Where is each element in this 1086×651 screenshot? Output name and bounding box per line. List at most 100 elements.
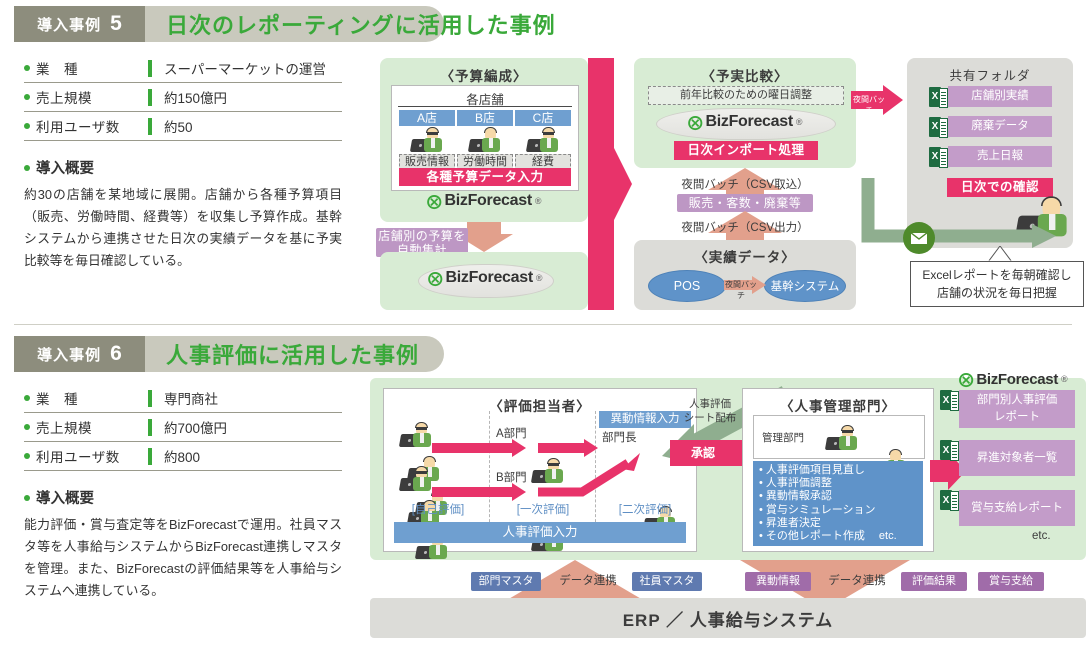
overview-title: 導入概要 <box>36 491 94 507</box>
case-tag-number: 5 <box>110 12 122 35</box>
mail-icon <box>903 222 935 254</box>
case-5-header: 導入事例 5 日次のレポーティングに活用した事例 <box>14 6 1072 42</box>
task-item: • 賞与シミュレーション <box>759 503 876 516</box>
case-5-info-table: 業 種 スーパーマーケットの運営 売上規模 約150億円 利用ユーザ数 約50 … <box>24 54 342 272</box>
bizforecast-cylinder <box>656 108 836 140</box>
bullet-icon <box>24 494 30 501</box>
store-name: B店 <box>457 110 513 126</box>
bizforecast-logo: ⨂ BizForecast ® <box>940 370 1086 389</box>
transfer-input-chip: 異動情報入力 <box>599 411 691 428</box>
bullet-icon <box>24 424 30 430</box>
overview-title: 導入概要 <box>36 161 94 177</box>
bizforecast-mark-icon: ⨂ <box>427 270 443 287</box>
info-row: 業 種 専門商社 <box>24 384 342 413</box>
bottom-chip: 異動情報 <box>745 572 811 591</box>
reports-etc: etc. <box>1032 530 1051 542</box>
divider <box>148 59 152 77</box>
admin-dept-label: 管理部門 <box>762 432 804 444</box>
bizforecast-name: BizForecast <box>705 113 793 130</box>
bullet-icon <box>24 453 30 459</box>
case-tag-label: 導入事例 <box>37 346 102 364</box>
registered-mark-icon: ® <box>535 273 543 283</box>
person-icon <box>409 127 443 152</box>
overview-body: 約30の店舗を某地域に展開。店舗から各種予算項目（販売、労働時間、経費等）を収集… <box>24 187 342 268</box>
case-tag: 導入事例 5 <box>14 6 145 42</box>
case-tag-number: 6 <box>110 342 122 365</box>
info-label: 売上規模 <box>36 91 92 106</box>
person-icon <box>530 458 564 483</box>
stores-divider <box>398 106 572 107</box>
info-label: 業 種 <box>36 392 78 407</box>
info-value: スーパーマーケットの運営 <box>164 62 326 77</box>
bottom-chip: 部門マスタ <box>471 572 541 591</box>
budget-panel: 〈予算編成〉 各店舗 A店 販売情報 B店 <box>380 58 588 222</box>
case-title: 人事評価に活用した事例 <box>166 343 420 368</box>
excel-icon: X <box>929 146 948 168</box>
case-title: 日次のレポーティングに活用した事例 <box>166 13 556 38</box>
bizforecast-logo: ⨂ BizForecast ® <box>380 192 588 210</box>
task-item: • 異動情報承認 <box>759 490 832 503</box>
hr-panel-title: 〈人事管理部門〉 <box>780 399 896 414</box>
case-5-section: 導入事例 5 日次のレポーティングに活用した事例 業 種 スーパーマーケットの運… <box>0 0 1086 322</box>
dept-head-label: 部門長 <box>602 432 637 444</box>
approve-label: 承認 <box>690 446 715 460</box>
report-row: X 昇進対象者一覧 <box>940 440 1075 476</box>
shared-file-row: X 売上日報 <box>929 146 1052 168</box>
registered-mark-icon: ® <box>795 117 803 127</box>
divider <box>148 447 152 465</box>
store-name: C店 <box>515 110 571 126</box>
data-link-arrow-left <box>490 560 660 610</box>
shared-file-label: 店舗別実績 <box>948 86 1052 107</box>
budget-panel-title: 〈予算編成〉 <box>440 69 528 84</box>
bullet-icon <box>24 123 30 129</box>
budget-aggregate-panel: ⨂ BizForecast ® <box>380 252 588 310</box>
data-link-label-left: データ連携 <box>559 575 617 587</box>
task-item: • 人事評価項目見直し <box>759 464 865 476</box>
bullet-icon <box>24 65 30 71</box>
bottom-chip: 評価結果 <box>901 572 967 591</box>
night-batch-label: 夜間バッチ <box>853 95 885 115</box>
bottom-chip: 社員マスタ <box>632 572 702 591</box>
actual-data-panel: 〈実績データ〉 POS 基幹システム 夜間バッチ <box>634 240 856 310</box>
report-label: 部門別人事評価 レポート <box>959 390 1075 428</box>
dept-a-label: A部門 <box>496 428 527 440</box>
compare-dashed-note: 前年比較のための曜日調整 <box>648 86 844 105</box>
overview-title-row: 導入概要 <box>24 487 342 508</box>
callout-pointer <box>986 246 1014 262</box>
person-icon <box>824 425 858 450</box>
batch-in-label: 夜間バッチ（CSV取込） <box>681 179 809 191</box>
report-label: 賞与支給レポート <box>959 490 1075 526</box>
evaluator-panel-title: 〈評価担当者〉 <box>489 399 591 414</box>
db-pos: POS <box>648 270 726 302</box>
big-pink-arrow <box>588 58 632 310</box>
store-item: 販売情報 <box>399 154 455 171</box>
shared-file-label: 廃棄データ <box>948 116 1052 137</box>
report-row: X 部門別人事評価 レポート <box>940 390 1075 428</box>
aggregate-down-arrow <box>455 222 513 252</box>
bullet-icon <box>24 94 30 100</box>
task-list: • 人事評価項目見直し • 人事評価調整 • 異動情報承認 • 賞与シミュレーシ… <box>753 461 923 546</box>
report-label: 昇進対象者一覧 <box>959 440 1075 476</box>
shared-folder-title: 共有フォルダ <box>949 69 1031 83</box>
info-row: 売上規模 約700億円 <box>24 413 342 442</box>
shared-file-label: 売上日報 <box>948 146 1052 167</box>
batch-in-arrow <box>708 168 782 198</box>
section-separator <box>14 324 1072 325</box>
info-row: 業 種 スーパーマーケットの運営 <box>24 54 342 83</box>
db-arrow <box>724 276 766 294</box>
bottom-chip: 賞与支給 <box>978 572 1044 591</box>
actual-panel-title: 〈実績データ〉 <box>694 250 796 265</box>
dept-b-label: B部門 <box>496 472 527 484</box>
stage-label: [一次評価] <box>516 504 570 516</box>
shared-file-row: X 店舗別実績 <box>929 86 1052 108</box>
report-row: X 賞与支給レポート <box>940 490 1075 526</box>
excel-icon: X <box>940 440 959 461</box>
erp-bar: ERP ／ 人事給与システム <box>370 598 1086 638</box>
divider <box>148 117 152 135</box>
daily-check-bar: 日次での確認 <box>947 178 1053 197</box>
hr-management-panel: 〈人事管理部門〉 管理部門 • 人事評価項目見直し • 人事評価調整 • 異動情… <box>742 388 934 552</box>
overview-body: 能力評価・賞与査定等をBizForecastで運用。社員マスタ等を人事給与システ… <box>24 517 342 598</box>
person-icon <box>398 422 432 447</box>
admin-dept-box: 管理部門 <box>753 415 925 474</box>
